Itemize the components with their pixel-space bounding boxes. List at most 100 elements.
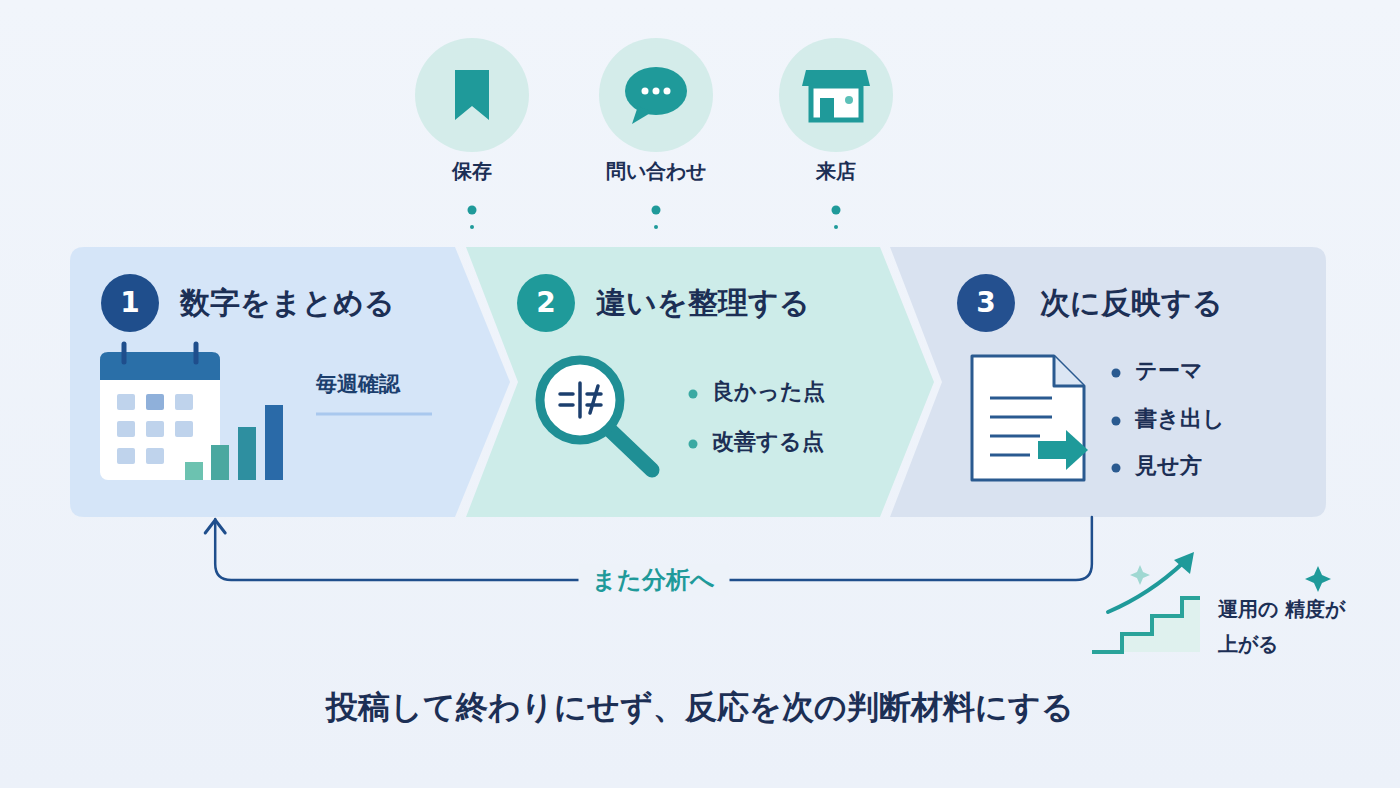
box-fill [466, 247, 934, 517]
line [990, 397, 1052, 400]
icon-label: 保存 [452, 158, 492, 185]
bullet-text: 良かった点 [712, 378, 825, 407]
stairs [1092, 598, 1200, 652]
step-number-circle: 3 [957, 274, 1015, 332]
sparkle [1305, 566, 1331, 592]
icon-circle [779, 38, 893, 152]
store-icon [779, 38, 893, 152]
step-number-circle: 1 [101, 274, 159, 332]
store-door [820, 98, 834, 120]
document-fold [1054, 356, 1084, 386]
bullet [689, 440, 698, 449]
magnifier-lens [540, 360, 620, 440]
step-number: 2 [536, 285, 555, 321]
dot [468, 206, 477, 215]
step-box: 数字をまとめる毎週確認1 [70, 247, 510, 517]
bullet-text: 書き出し [1135, 405, 1225, 434]
icon-label: 問い合わせ [606, 158, 706, 185]
bar-chart [185, 405, 283, 480]
bullet [689, 390, 698, 399]
stroke [560, 403, 573, 407]
line [990, 454, 1030, 457]
bullet-text: 改善する点 [712, 428, 824, 457]
underline [316, 413, 432, 416]
step-number: 1 [120, 285, 139, 321]
calendar-icon [100, 344, 220, 480]
step-box: 違いを整理する良かった点改善する点 2 [466, 247, 934, 517]
speech-bubble [625, 67, 687, 115]
dot [470, 225, 474, 229]
bookmark-symbol [455, 70, 489, 120]
store-heart [845, 96, 853, 104]
calendar-cell [146, 448, 164, 464]
line [990, 435, 1040, 438]
box-fill [70, 247, 510, 517]
stroke [587, 403, 601, 407]
bullets [1112, 369, 1121, 473]
step-title: 違いを整理する [596, 283, 810, 322]
calendar-cell [117, 394, 135, 410]
bullet-text: テーマ [1135, 357, 1203, 386]
bar [211, 445, 229, 480]
calendar-header [100, 352, 220, 380]
speech-tail [632, 106, 652, 124]
line [990, 416, 1052, 419]
store-awning [802, 70, 870, 86]
calendar-cell [117, 448, 135, 464]
stroke [590, 386, 598, 413]
bar [185, 462, 203, 480]
icon-label: 来店 [816, 158, 856, 185]
bullet [1112, 464, 1121, 473]
stairs-fill [1092, 598, 1200, 652]
calendar-body [100, 352, 220, 480]
document-lines [990, 398, 1052, 455]
arrow-head [1066, 430, 1088, 470]
dot [654, 225, 658, 229]
bar [265, 405, 283, 480]
rising-arrow [1108, 562, 1184, 612]
icon-circle [415, 38, 529, 152]
dot [642, 88, 649, 95]
box-fill [890, 247, 1326, 517]
step-box: 次に反映するテーマ書き出し見せ方 3 [890, 247, 1326, 517]
save-icon [415, 38, 529, 152]
document-page [972, 356, 1084, 480]
calendar-cell [175, 394, 193, 410]
calendar-cell [146, 394, 164, 410]
bullet-text: 見せ方 [1135, 452, 1202, 481]
note-label: 運用の 精度が上がる [1218, 592, 1353, 662]
step-number: 3 [976, 285, 995, 321]
stroke [587, 392, 601, 396]
dot [832, 206, 841, 215]
step-title: 次に反映する [1040, 283, 1223, 322]
calendar-cell [117, 421, 135, 437]
dot [653, 88, 660, 95]
icon-circle [599, 38, 713, 152]
stroke [578, 383, 582, 417]
connector-label: また分析へ [578, 564, 729, 596]
step-note: 毎週確認 [316, 371, 400, 398]
arrow-head [205, 520, 225, 533]
magnifier-handle [610, 430, 652, 470]
dot [834, 225, 838, 229]
calendar-grid [117, 394, 193, 464]
calendar-ring [122, 344, 127, 362]
sparkle [1130, 565, 1150, 585]
stroke [560, 392, 573, 396]
calendar-cell [146, 421, 164, 437]
bullets [689, 390, 698, 449]
bar [238, 427, 256, 480]
calendar-cell [175, 421, 193, 437]
rising-arrow-head [1174, 552, 1194, 574]
store-body [811, 86, 861, 120]
arrow-shaft [1038, 441, 1068, 459]
step-number-circle: 2 [517, 274, 575, 332]
dot [652, 206, 661, 215]
magnifier-icon [540, 360, 652, 470]
dotted-leaders [468, 206, 841, 230]
bullet [1112, 369, 1121, 378]
document-icon [972, 356, 1088, 480]
calendar-ring [194, 344, 199, 362]
